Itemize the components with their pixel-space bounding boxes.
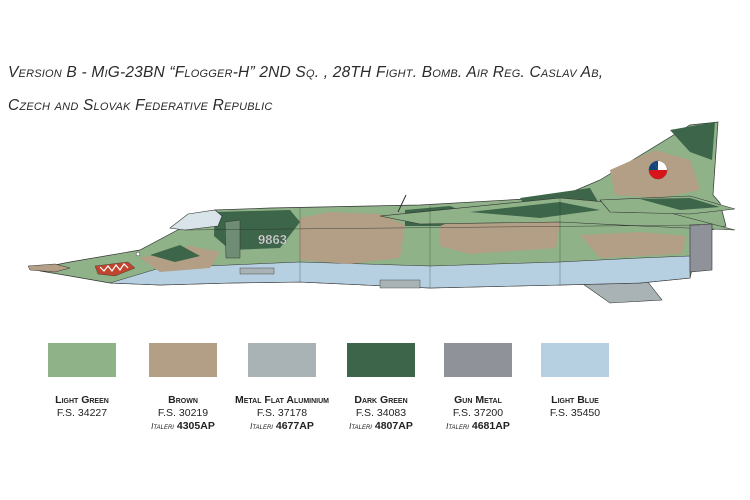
caption-line-2: Czech and Slovak Federative Republic (8, 97, 273, 114)
fs-code: F.S. 34227 (56, 407, 108, 419)
shark-teeth (99, 263, 129, 273)
exhaust (689, 223, 713, 273)
air-intake (224, 219, 241, 259)
paint-number: 4807AP (374, 420, 413, 432)
nose-cone (27, 263, 71, 273)
color-name: Light Blue (551, 394, 599, 406)
caption-line-1: Version B - MiG-23BN “Flogger-H” 2ND Sq.… (8, 64, 604, 81)
fs-code: F.S. 37200 (452, 407, 504, 419)
paint-code: Italeri 4677AP (232, 420, 332, 432)
fs-code: F.S. 30219 (157, 407, 209, 419)
camo-dark-4 (670, 122, 715, 160)
paint-brand: Italeri (349, 422, 372, 431)
color-swatch (444, 343, 512, 377)
color-name: Dark Green (354, 394, 408, 406)
aircraft-illustration: 9863 (27, 121, 736, 304)
antenna (397, 194, 407, 213)
stabilizer-camo (640, 198, 720, 210)
tail-number: 9863 (258, 232, 287, 247)
color-name: Gun Metal (454, 394, 502, 406)
color-swatch (48, 343, 116, 377)
paint-code: Italeri 4807AP (331, 420, 431, 432)
pylon-1 (239, 267, 275, 275)
czech-roundel (648, 160, 668, 180)
paint-brand: Italeri (250, 422, 273, 431)
paint-code: Italeri 4681AP (428, 420, 528, 432)
paint-brand: Italeri (446, 422, 469, 431)
color-swatch (149, 343, 217, 377)
fs-code: F.S. 37178 (256, 407, 308, 419)
paint-brand: Italeri (151, 422, 174, 431)
camo-brown-1 (300, 212, 405, 264)
color-name: Metal Flat Aluminium (234, 394, 330, 406)
paint-number: 4681AP (471, 420, 510, 432)
color-swatch (248, 343, 316, 377)
color-swatch (347, 343, 415, 377)
camo-brown-4 (580, 232, 686, 258)
color-name: Light Green (55, 394, 109, 406)
pylon-2 (379, 279, 421, 289)
color-name: Brown (168, 394, 198, 406)
color-swatch (541, 343, 609, 377)
paint-code: Italeri 4305AP (133, 420, 233, 432)
fs-code: F.S. 34083 (355, 407, 407, 419)
fs-code: F.S. 35450 (549, 407, 601, 419)
shark-eye (135, 251, 141, 257)
wing-camo (470, 202, 600, 218)
paint-number: 4305AP (176, 420, 215, 432)
camo-dark-5 (150, 245, 200, 262)
paint-number: 4677AP (275, 420, 314, 432)
